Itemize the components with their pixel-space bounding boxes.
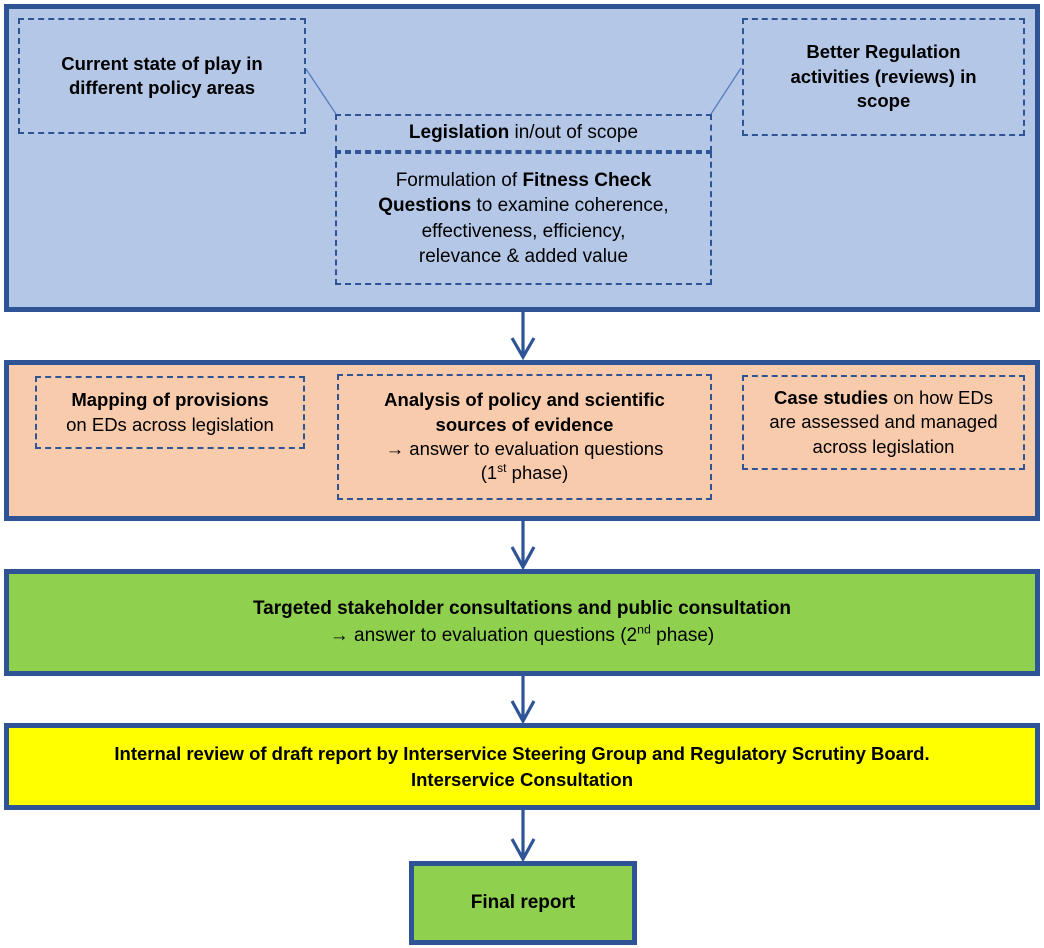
mapping-line2: on EDs across legislation: [66, 413, 274, 435]
final-report-label: Final report: [470, 891, 576, 913]
arrow-phase2-to-phase3: [510, 521, 536, 571]
legislation-rest: in/out of scope: [509, 122, 639, 144]
box-legislation-scope[interactable]: Legislation in/out of scope: [335, 114, 712, 152]
analysis-bold-line2: sources of evidence: [435, 413, 614, 435]
phase3-panel: Targeted stakeholder consultations and p…: [4, 569, 1040, 676]
mapping-bold: Mapping of provisions: [71, 389, 269, 411]
current-state-line1: Current state of play in: [61, 52, 263, 74]
box-fitness-check-questions[interactable]: Formulation of Fitness Check Questions t…: [335, 152, 712, 285]
better-regulation-line2: activities (reviews) in: [790, 65, 977, 87]
analysis-line4-pre: (1: [480, 462, 498, 484]
phase4-line2: Interservice Consultation: [410, 768, 634, 790]
formulation-seg2: Fitness Check: [522, 170, 652, 192]
arrow-phase4-to-final: [510, 810, 536, 863]
phase4-line1: Internal review of draft report by Inter…: [114, 742, 930, 764]
final-report-box[interactable]: Final report: [409, 861, 637, 945]
formulation-line4: relevance & added value: [418, 245, 629, 267]
legislation-bold: Legislation: [408, 122, 510, 144]
arrow-phase3-to-phase4: [510, 676, 536, 725]
analysis-line3: → answer to evaluation questions: [385, 437, 664, 459]
box-mapping-of-provisions[interactable]: Mapping of provisions on EDs across legi…: [35, 376, 305, 449]
arrow-phase1-to-phase2: [510, 312, 536, 361]
formulation-line3: effectiveness, efficiency,: [421, 220, 626, 242]
formulation-seg4: to examine coherence,: [471, 195, 669, 217]
analysis-line4-sup: st: [497, 461, 507, 476]
box-analysis-of-evidence[interactable]: Analysis of policy and scientific source…: [337, 374, 712, 500]
case-studies-bold: Case studies: [773, 386, 889, 408]
current-state-line2: different policy areas: [68, 77, 256, 98]
case-studies-line2: are assessed and managed: [769, 411, 998, 433]
phase3-line2-post: phase): [650, 625, 715, 647]
phase3-text: Targeted stakeholder consultations and p…: [9, 574, 1035, 671]
formulation-seg3: Questions: [378, 195, 472, 217]
case-studies-rest1: on how EDs: [888, 386, 993, 408]
phase3-line2-sup: nd: [637, 622, 651, 637]
better-regulation-line3: scope: [856, 90, 911, 112]
phase1-panel: [4, 4, 1040, 312]
formulation-seg1: Formulation of: [395, 170, 523, 192]
phase3-line1: Targeted stakeholder consultations and p…: [252, 597, 792, 619]
final-report-text: Final report: [414, 866, 632, 940]
phase4-text: Internal review of draft report by Inter…: [9, 728, 1035, 805]
analysis-bold-line1: Analysis of policy and scientific: [384, 389, 665, 411]
phase3-line2-pre: → answer to evaluation questions (2: [329, 625, 638, 647]
box-case-studies[interactable]: Case studies on how EDs are assessed and…: [742, 375, 1025, 470]
phase4-panel: Internal review of draft report by Inter…: [4, 723, 1040, 810]
box-current-state-of-play[interactable]: Current state of play in different polic…: [18, 18, 306, 134]
better-regulation-line1: Better Regulation: [806, 41, 961, 63]
analysis-line4-post: phase): [506, 462, 569, 484]
case-studies-line3: across legislation: [812, 435, 955, 457]
box-better-regulation-activities[interactable]: Better Regulation activities (reviews) i…: [742, 18, 1025, 136]
phase2-panel: [4, 360, 1040, 521]
